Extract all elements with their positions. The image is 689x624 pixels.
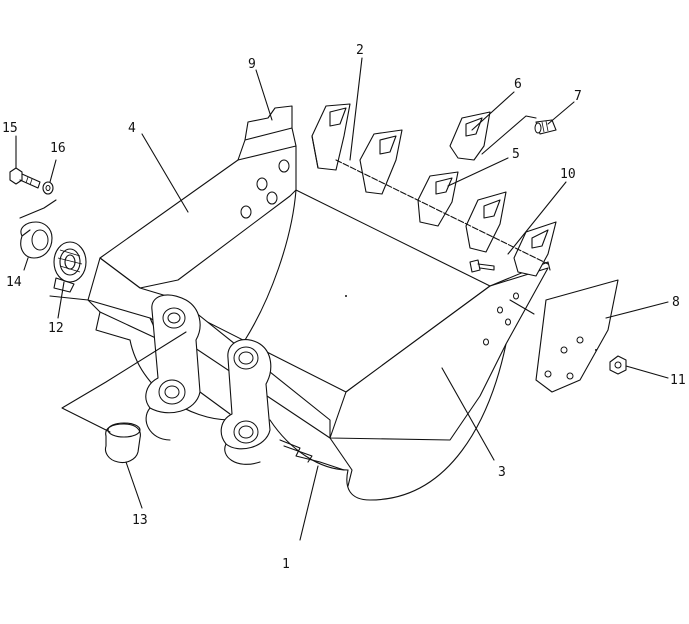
callout-10: 10 xyxy=(560,167,576,182)
pin-part7 xyxy=(534,119,557,135)
callout-16: 16 xyxy=(50,141,66,156)
tooth-point-part6 xyxy=(449,111,491,161)
side-cutter-part8 xyxy=(535,279,619,393)
callout-7: 7 xyxy=(574,89,582,104)
leader-lines xyxy=(15,57,669,541)
tooth-2 xyxy=(359,129,403,195)
tooth-4 xyxy=(465,191,507,253)
callout-8: 8 xyxy=(672,295,680,310)
left-side-plate xyxy=(99,145,297,289)
callout-1: 1 xyxy=(282,557,290,572)
callout-9: 9 xyxy=(248,57,256,72)
tooth-3 xyxy=(417,171,459,227)
bucket-body xyxy=(87,105,551,501)
hinge-bracket-right xyxy=(220,339,272,450)
callout-12: 12 xyxy=(48,321,64,336)
teeth-row xyxy=(311,103,557,277)
callout-13: 13 xyxy=(132,513,148,528)
front-lip-bar xyxy=(87,257,331,439)
callout-3: 3 xyxy=(498,465,506,480)
callout-5: 5 xyxy=(512,147,520,162)
callout-labels: 1 2 3 4 5 6 7 8 9 10 11 12 13 14 15 16 xyxy=(2,43,686,572)
callout-2: 2 xyxy=(356,43,364,58)
washer-part16 xyxy=(42,181,54,195)
tooth-1 xyxy=(311,103,351,171)
right-side-plate xyxy=(329,267,549,441)
callout-6: 6 xyxy=(514,77,522,92)
bushing-part13 xyxy=(104,422,141,464)
callout-15: 15 xyxy=(2,121,18,136)
nut-part11 xyxy=(609,355,627,375)
bolt-part10 xyxy=(469,259,495,273)
callout-11: 11 xyxy=(670,373,686,388)
bolt-part15 xyxy=(9,167,41,189)
bucket-shell xyxy=(346,343,507,501)
callout-4: 4 xyxy=(128,121,136,136)
shim-part12 xyxy=(53,241,87,293)
callout-14: 14 xyxy=(6,275,22,290)
boss-part14 xyxy=(20,221,53,259)
